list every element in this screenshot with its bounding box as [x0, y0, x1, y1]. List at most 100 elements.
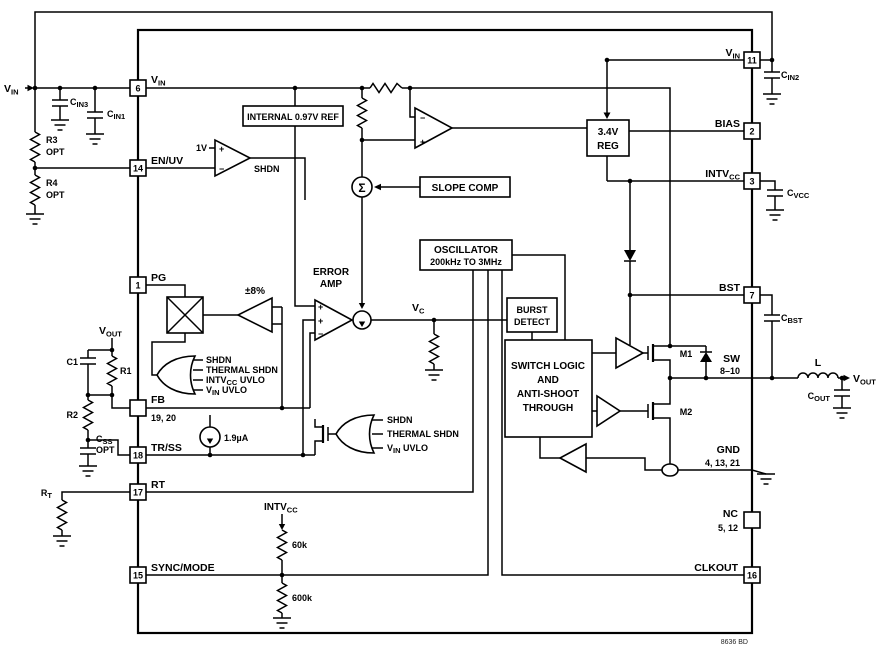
regulator-3v4-block — [586, 119, 630, 157]
ground-icon — [763, 93, 781, 105]
r1-label: R1 — [120, 366, 132, 376]
l-label: L — [815, 357, 822, 369]
csa-minus-sign: − — [420, 113, 425, 123]
gm-stage — [352, 310, 372, 330]
mosfet-m1 — [647, 344, 655, 362]
pg-window-comparator — [236, 296, 273, 334]
reg-in-arrow — [603, 112, 611, 119]
intvcc-rail-label: INTVCC — [264, 502, 298, 515]
ea-plus2-sign: + — [318, 316, 323, 326]
ground-icon — [757, 473, 775, 485]
block-boxes — [242, 105, 630, 438]
current-sense-element — [661, 463, 679, 477]
resistor-r2 — [81, 399, 95, 431]
pin-label-vin6: VIN — [151, 74, 166, 88]
resistors — [28, 82, 441, 614]
sigma-symbol: Σ — [358, 181, 365, 195]
pin-box-clkout — [743, 566, 761, 584]
or2-shdn-label: SHDN — [387, 415, 413, 425]
pg-pulldown-switch — [166, 296, 204, 334]
r60k-label: 60k — [292, 540, 308, 550]
resistor-rt — [55, 499, 69, 531]
capacitor-cin3 — [52, 99, 68, 107]
mosfet-m2 — [647, 402, 655, 420]
pin-label-vin11: VIN — [725, 47, 740, 61]
cbst-label: CBST — [781, 313, 803, 325]
arrowheads — [27, 84, 850, 530]
pin-num-16: 16 — [747, 571, 757, 581]
pin-num-2: 2 — [749, 127, 754, 137]
logic-text-2: AND — [537, 375, 559, 386]
pin-label-bst: BST — [719, 282, 741, 294]
capacitor-cin2 — [764, 71, 780, 79]
m2-label: M2 — [680, 407, 693, 417]
osc-text-1: OSCILLATOR — [434, 245, 499, 256]
or1-intvcc-uvlo-label: INTVCC UVLO — [206, 375, 265, 387]
pin-label-nc: NC — [723, 508, 739, 520]
switch-logic-block — [504, 339, 593, 438]
burst-text-2: DETECT — [514, 317, 551, 327]
r4-label: R4 — [46, 178, 58, 188]
driver-m1 — [615, 336, 645, 370]
pin-nums-gnd: 4, 13, 21 — [705, 458, 740, 468]
resistor-r3 — [28, 131, 42, 163]
iss-arrow — [206, 438, 214, 444]
capacitor-cout — [834, 389, 850, 397]
or-gate-trss — [335, 414, 376, 454]
reg-text-1: 3.4V — [598, 127, 619, 138]
pin-box-vin11 — [743, 51, 761, 69]
pin-num-3: 3 — [749, 177, 754, 187]
pin-box-vin6 — [129, 79, 147, 97]
capacitor-c1 — [80, 357, 96, 365]
devices — [156, 106, 839, 477]
vout-right-label: VOUT — [853, 373, 876, 387]
capacitor-cvcc — [767, 189, 783, 197]
ground-icon — [53, 535, 71, 547]
r4-opt-label: OPT — [46, 190, 65, 200]
pin-num-7: 7 — [749, 291, 754, 301]
r600k-label: 600k — [292, 593, 313, 603]
summing-node — [351, 176, 373, 198]
pin-box-intvcc — [743, 172, 761, 190]
pin-num-14: 14 — [133, 164, 143, 174]
resistor-r1 — [105, 355, 119, 387]
cout-label: COUT — [808, 391, 831, 403]
driver-m2 — [596, 394, 622, 428]
resistor-r4 — [28, 174, 42, 206]
pin-label-enuv: EN/UV — [151, 155, 183, 167]
ground-icon — [79, 465, 97, 477]
logic-text-4: THROUGH — [523, 403, 574, 414]
burst-text-1: BURST — [517, 305, 549, 315]
ground-icon — [86, 133, 104, 145]
m1-label: M1 — [680, 349, 693, 359]
resistor-slope-chain — [355, 97, 369, 129]
pin-label-fb: FB — [151, 394, 165, 406]
pin-nums-nc: 5, 12 — [718, 523, 738, 533]
or1-vin-uvlo-label: VIN UVLO — [206, 385, 247, 397]
pin-nums-fb: 19, 20 — [151, 413, 176, 423]
reg-text-2: REG — [597, 141, 619, 152]
figure-note: 8636 BD — [721, 639, 748, 646]
oscillator-block — [419, 239, 513, 271]
pin-label-rt: RT — [151, 479, 166, 491]
divider-arrow — [278, 524, 286, 530]
pin-label-trss: TR/SS — [151, 442, 182, 454]
iss-label: 1.9µA — [224, 433, 249, 443]
pin-box-bias — [743, 122, 761, 140]
shdn-out-label: SHDN — [254, 164, 280, 174]
resistor-600k — [275, 582, 289, 614]
ground-icon — [833, 407, 851, 419]
slope-arrow — [374, 183, 381, 191]
cin3-label: CIN3 — [70, 97, 88, 109]
r2-label: R2 — [66, 410, 78, 420]
vout-left-label: VOUT — [99, 325, 122, 339]
pin-boxes — [129, 51, 761, 584]
sum-out-arrow — [358, 303, 366, 309]
pin-num-11: 11 — [747, 56, 757, 66]
internal-ref-text: INTERNAL 0.97V REF — [247, 112, 339, 122]
logic-text-3: ANTI-SHOOT — [517, 389, 579, 400]
c1-label: C1 — [66, 357, 78, 367]
sense-resistor — [369, 82, 403, 94]
osc-text-2: 200kHz TO 3MHz — [430, 257, 502, 267]
